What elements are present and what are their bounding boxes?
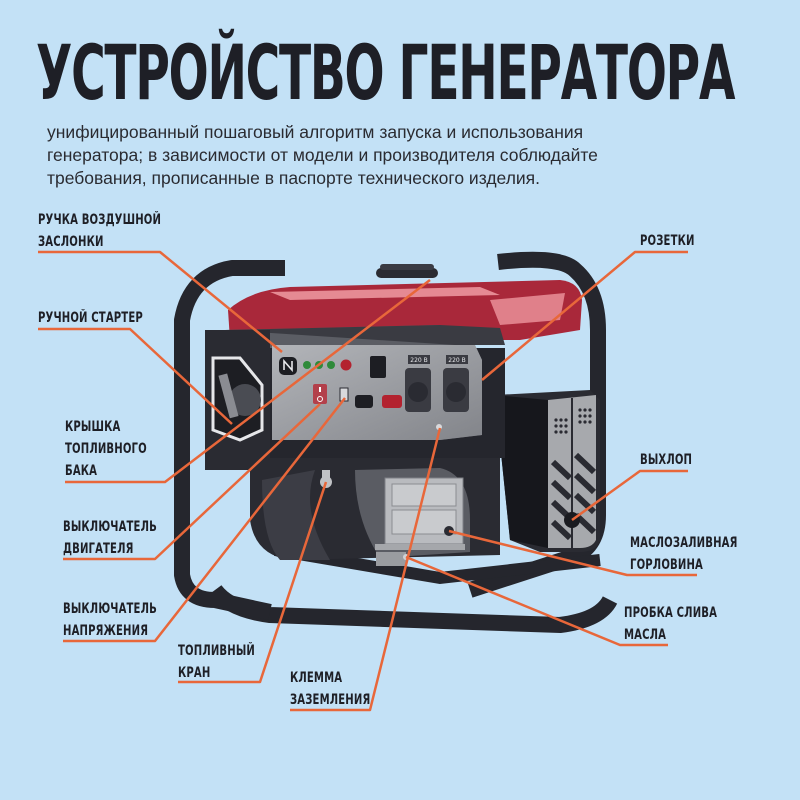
callout-text: ТОПЛИВНОГО [65, 441, 147, 457]
leader-fuel-cap [65, 279, 431, 484]
callout-ground-terminal: КЛЕММА ЗАЗЕМЛЕНИЯ [290, 667, 370, 711]
callout-text: РУЧНОЙ СТАРТЕР [38, 310, 143, 326]
subtitle-line: требования, прописанные в паспорте техни… [47, 168, 541, 188]
leader-starter [38, 327, 233, 425]
subtitle-line: унифицированный пошаговый алгоритм запус… [47, 122, 584, 142]
callout-oil-drain-plug: ПРОБКА СЛИВА МАСЛА [624, 602, 717, 646]
callout-text: РОЗЕТКИ [640, 233, 695, 249]
subtitle-line: генератора; в зависимости от модели и пр… [47, 145, 598, 165]
callout-recoil-starter: РУЧНОЙ СТАРТЕР [38, 307, 143, 329]
callout-fuel-valve: ТОПЛИВНЫЙ КРАН [178, 640, 255, 684]
leader-ground [290, 427, 442, 712]
leader-exhaust [571, 469, 688, 522]
callout-text: ВЫКЛЮЧАТЕЛЬ [63, 519, 157, 535]
callout-text: РУЧКА ВОЗДУШНОЙ [38, 212, 162, 228]
callout-exhaust: ВЫХЛОП [640, 449, 692, 471]
engine-block [250, 440, 500, 566]
callout-text: ЗАЗЕМЛЕНИЯ [290, 692, 371, 708]
callout-text: КЛЕММА [290, 670, 343, 686]
callout-text: КРЫШКА [65, 419, 121, 435]
fuel-tank [228, 264, 582, 340]
callout-text: ПРОБКА СЛИВА [624, 605, 718, 621]
callout-text: МАСЛОЗАЛИВНАЯ [630, 535, 738, 551]
generator-frame-front [174, 260, 285, 620]
callout-engine-switch: ВЫКЛЮЧАТЕЛЬ ДВИГАТЕЛЯ [63, 516, 157, 560]
callout-text: ДВИГАТЕЛЯ [63, 541, 134, 557]
callout-oil-filler: МАСЛОЗАЛИВНАЯ ГОРЛОВИНА [630, 532, 738, 576]
leader-engine-switch [63, 403, 321, 561]
callout-fuel-cap: КРЫШКА ТОПЛИВНОГО БАКА [65, 416, 147, 482]
leader-sockets [481, 250, 688, 381]
callout-voltage-switch: ВЫКЛЮЧАТЕЛЬ НАПРЯЖЕНИЯ [63, 598, 157, 642]
callout-text: ТОПЛИВНЫЙ [178, 643, 255, 659]
callout-text: ГОРЛОВИНА [630, 557, 703, 573]
leader-fuel-valve [178, 481, 328, 684]
leader-choke [38, 250, 283, 353]
callout-text: КРАН [178, 665, 211, 681]
socket-label: 220 В [410, 357, 427, 364]
callout-text: МАСЛА [624, 627, 667, 643]
muffler [495, 390, 600, 552]
callout-choke-handle: РУЧКА ВОЗДУШНОЙ ЗАСЛОНКИ [38, 209, 161, 253]
leader-oil-drain [405, 555, 668, 647]
callout-text: ВЫХЛОП [640, 452, 693, 468]
callout-text: БАКА [65, 463, 98, 479]
leader-voltage-switch [63, 397, 346, 643]
callout-sockets: РОЗЕТКИ [640, 230, 695, 252]
subtitle: унифицированный пошаговый алгоритм запус… [47, 121, 747, 190]
leader-lines [38, 250, 697, 712]
callout-text: ВЫКЛЮЧАТЕЛЬ [63, 601, 157, 617]
leader-oil-filler [448, 529, 697, 577]
callout-text: НАПРЯЖЕНИЯ [63, 623, 149, 639]
callout-text: ЗАСЛОНКИ [38, 234, 104, 250]
control-panel: 220 В 220 В [272, 345, 482, 440]
socket-label: 220 В [448, 357, 465, 364]
